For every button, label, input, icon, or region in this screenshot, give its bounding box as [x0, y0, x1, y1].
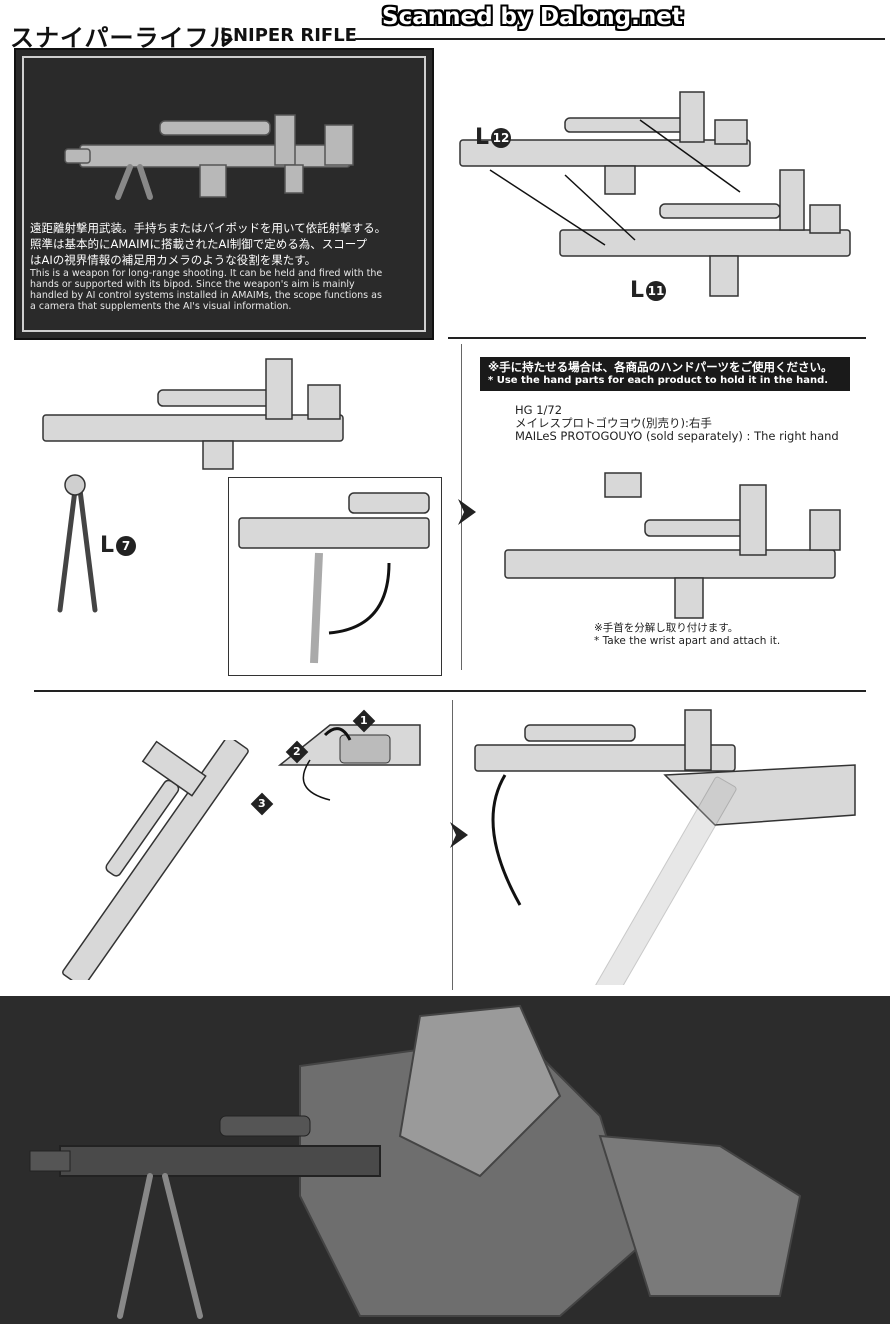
- scan-watermark: Scanned by Dalong.net: [382, 4, 683, 30]
- intro-text-jp: 遠距離射撃用武装。手持ちまたはバイポッドを用いて依託射撃する。 照準は基本的にA…: [30, 221, 387, 267]
- step-number: 2: [293, 745, 301, 758]
- bipod-part-illustration: [57, 474, 98, 613]
- hand-parts-notice: ※手に持たせる場合は、各商品のハンドパーツをご使用ください。 * Use the…: [480, 357, 850, 391]
- step-number: 3: [258, 797, 266, 810]
- hand-product-scale: HG 1/72: [515, 403, 563, 417]
- rifle-rotate-diagram: [62, 740, 249, 980]
- rifle-stowed-diagram: [474, 709, 856, 985]
- rifle-assembly-diagram: [459, 91, 851, 297]
- notice-text-en: * Use the hand parts for each product to…: [488, 375, 829, 386]
- hand-product-name-jp: メイレスプロトゴウヨウ(別売り):右手: [515, 416, 712, 430]
- posed-model-illustration: [29, 1004, 802, 1319]
- step-number: 1: [360, 714, 368, 727]
- part-letter: L: [100, 533, 115, 558]
- section-title-jp: スナイパーライフル: [10, 24, 235, 52]
- arrow-right-icon: [458, 499, 476, 525]
- wrist-note: ※手首を分解し取り付けます。 * Take the wrist apart an…: [594, 622, 780, 648]
- part-number: 12: [491, 128, 512, 148]
- intro-text-en: This is a weapon for long-range shooting…: [30, 268, 383, 312]
- back-mount-diagram: [277, 724, 421, 801]
- part-letter: L: [630, 278, 645, 303]
- rifle-with-bipod-diagram: [42, 358, 344, 470]
- hand-product-name-en: MAILeS PROTOGOUYO (sold separately) : Th…: [515, 429, 839, 443]
- divider: [34, 690, 866, 692]
- bipod-fold-diagram: [238, 492, 430, 664]
- wrist-note-en: * Take the wrist apart and attach it.: [594, 635, 781, 647]
- part-number: 11: [646, 281, 667, 301]
- hand-product-label: HG 1/72 メイレスプロトゴウヨウ(別売り):右手 MAILeS PROTO…: [515, 404, 839, 443]
- part-number: 7: [116, 536, 137, 556]
- divider: [461, 344, 462, 670]
- notice-text-jp: ※手に持たせる場合は、各商品のハンドパーツをご使用ください。: [488, 360, 833, 374]
- intro-panel-frame: [22, 56, 426, 332]
- header-rule: [355, 38, 885, 40]
- divider: [448, 337, 866, 339]
- wrist-note-jp: ※手首を分解し取り付けます。: [594, 622, 739, 634]
- arrow-right-icon: [450, 822, 468, 848]
- part-letter: L: [475, 125, 490, 150]
- model-photo: [0, 996, 890, 1324]
- rifle-preview-illustration: [64, 114, 354, 200]
- rifle-in-hand-diagram: [504, 472, 841, 619]
- section-title-en: SNIPER RIFLE: [220, 25, 357, 46]
- bipod-detail-inset: [228, 477, 442, 676]
